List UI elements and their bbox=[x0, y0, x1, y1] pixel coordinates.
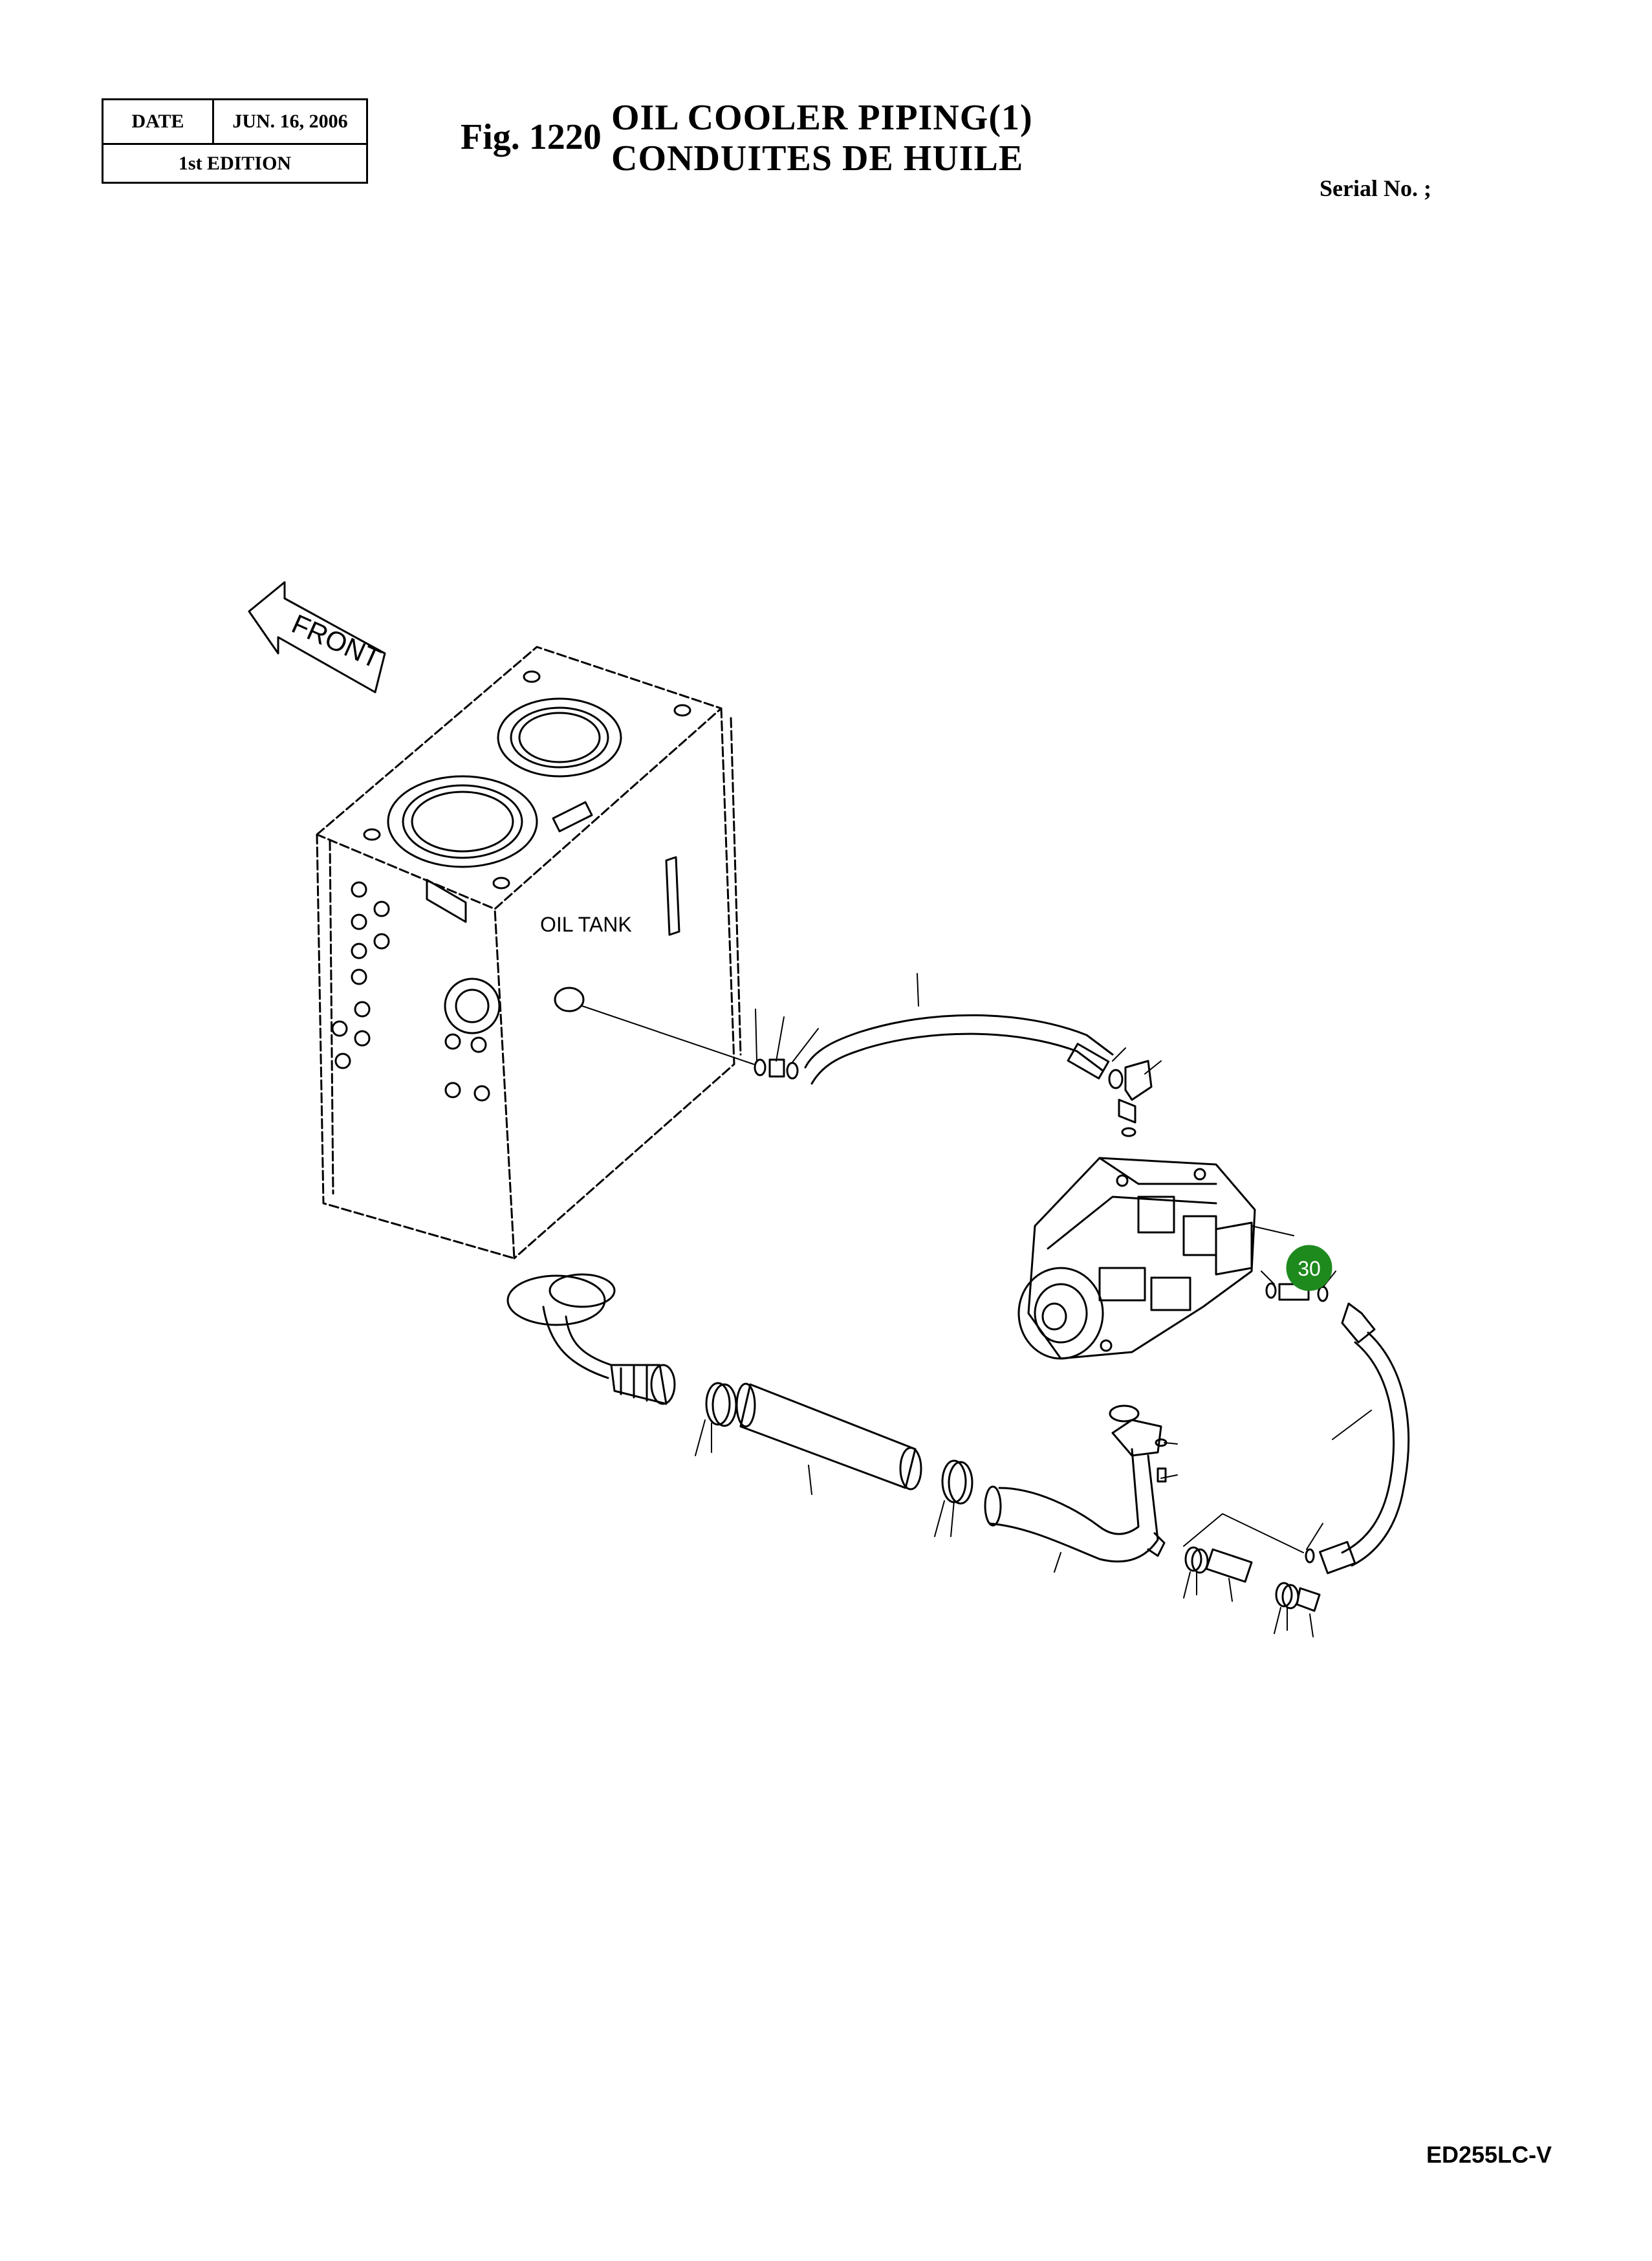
front-arrow-icon: FRONT bbox=[248, 581, 386, 694]
suction-leaders bbox=[695, 1419, 955, 1537]
tank-outlet-elbow bbox=[506, 1273, 676, 1405]
return-hose bbox=[1305, 1302, 1410, 1575]
edition-label: 1st EDITION bbox=[178, 152, 292, 174]
date-row: DATE JUN. 16, 2006 bbox=[103, 100, 366, 145]
drain-fittings bbox=[1184, 1546, 1321, 1612]
oil-tank bbox=[316, 646, 742, 1260]
upper-hose bbox=[754, 1014, 1153, 1137]
model-number: ED255LC-V bbox=[1426, 2141, 1552, 2168]
tank-side-fittings bbox=[331, 881, 585, 1102]
suction-pipe-leaders bbox=[1054, 1442, 1178, 1573]
callout-30: 30 bbox=[1286, 1245, 1332, 1291]
tank-top-ports bbox=[363, 670, 691, 936]
date-box: DATE JUN. 16, 2006 1st EDITION bbox=[102, 98, 368, 184]
oil-tank-label: OIL TANK bbox=[540, 913, 632, 936]
page-title: OIL COOLER PIPING(1) bbox=[611, 98, 1033, 138]
front-label: FRONT bbox=[287, 608, 385, 674]
serial-number-label: Serial No. ; bbox=[1320, 175, 1431, 201]
date-value: JUN. 16, 2006 bbox=[232, 111, 348, 132]
date-label: DATE bbox=[103, 100, 214, 143]
leader-line bbox=[581, 1005, 754, 1065]
figure-number: Fig. 1220 bbox=[461, 117, 602, 157]
suction-hose-assembly bbox=[705, 1382, 973, 1505]
upper-callout-leaders bbox=[755, 973, 1162, 1075]
pump-outlet-fittings bbox=[1251, 1225, 1336, 1302]
callout-30-label: 30 bbox=[1298, 1257, 1321, 1280]
page-subtitle: CONDUITES DE HUILE bbox=[611, 138, 1024, 179]
hydraulic-pump bbox=[1017, 1157, 1256, 1360]
drain-leaders bbox=[1183, 1571, 1314, 1637]
return-hose-leaders bbox=[1183, 1410, 1372, 1553]
suction-pipe bbox=[984, 1404, 1168, 1563]
